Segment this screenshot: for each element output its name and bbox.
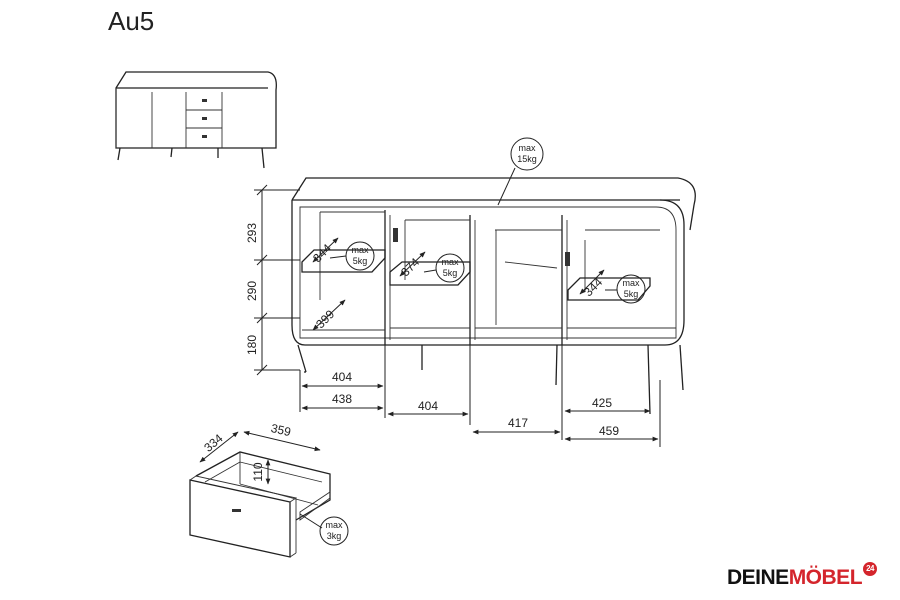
width-c4: 459	[599, 424, 619, 438]
svg-text:max: max	[441, 257, 459, 267]
drawer-detail: 334 359 110 max 3kg	[189, 421, 349, 558]
drawer-height: 110	[251, 462, 265, 481]
drawer-depth: 334	[201, 431, 226, 455]
width-dimensions: 404 438 404 417 425 459	[299, 345, 661, 447]
svg-text:5kg: 5kg	[624, 289, 639, 299]
brand-badge: 24	[863, 562, 878, 576]
depth-dimensions: 344 399 374 344	[310, 237, 605, 331]
load-top: max 15kg	[497, 137, 544, 206]
page-title: Au5	[108, 6, 155, 36]
height-upper-label: 293	[245, 223, 259, 243]
width-inner-left: 404	[332, 370, 352, 384]
width-c3: 417	[508, 416, 528, 430]
width-c1: 438	[332, 392, 352, 406]
width-inner-right: 425	[592, 396, 612, 410]
svg-text:15kg: 15kg	[517, 154, 537, 164]
height-dimensions: 293 290 180	[245, 184, 300, 376]
svg-text:5kg: 5kg	[443, 268, 458, 278]
height-middle-label: 290	[245, 281, 259, 301]
svg-text:5kg: 5kg	[353, 256, 368, 266]
drawer-load-kg: 3kg	[327, 531, 342, 541]
load-shelf-left: max 5kg	[329, 241, 375, 271]
svg-text:max: max	[518, 143, 536, 153]
thumbnail-sideboard	[115, 71, 277, 169]
sideboard-main	[291, 177, 696, 415]
drawer-load-max: max	[325, 520, 343, 530]
width-c2: 404	[418, 399, 438, 413]
drawer-width: 359	[270, 421, 293, 439]
svg-text:max: max	[622, 278, 640, 288]
load-shelf-mid: max 5kg	[423, 253, 465, 283]
load-shelf-right: max 5kg	[605, 274, 646, 304]
height-legs-label: 180	[245, 335, 259, 355]
svg-text:max: max	[351, 245, 369, 255]
